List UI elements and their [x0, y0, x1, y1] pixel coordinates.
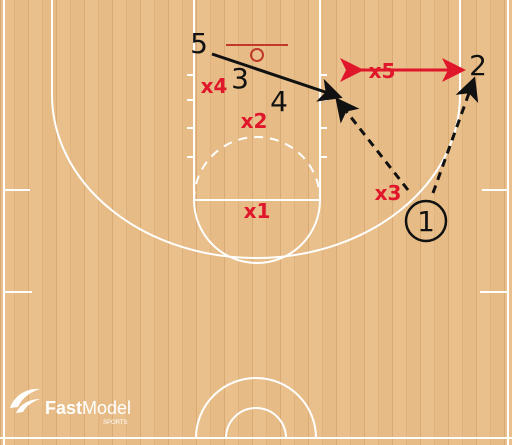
svg-text:FastModel: FastModel	[45, 398, 131, 418]
fastmodel-logo: FastModel SPORTS	[10, 388, 131, 426]
player-2: 2	[469, 49, 487, 82]
logo-fast: Fast	[45, 398, 82, 418]
defender-x3: x3	[375, 181, 402, 205]
player-5: 5	[190, 27, 208, 60]
logo-sports: SPORTS	[103, 420, 128, 426]
logo-model: Model	[82, 398, 131, 418]
player-1: 1	[417, 205, 435, 238]
player-1-circle	[404, 199, 448, 243]
player-3: 3	[231, 62, 249, 95]
pass-line-1-to-2	[431, 76, 479, 194]
player-4: 4	[270, 85, 288, 118]
defender-x5: x5	[369, 59, 396, 83]
cut-line-5	[211, 52, 343, 102]
logo-swoosh-icon	[10, 388, 40, 408]
defender-x4: x4	[201, 74, 228, 98]
defender-x2: x2	[241, 109, 268, 133]
defender-x1: x1	[244, 199, 271, 223]
movement-lines	[211, 52, 479, 194]
pass-line-1-to-5	[335, 97, 410, 191]
rim	[250, 48, 264, 62]
